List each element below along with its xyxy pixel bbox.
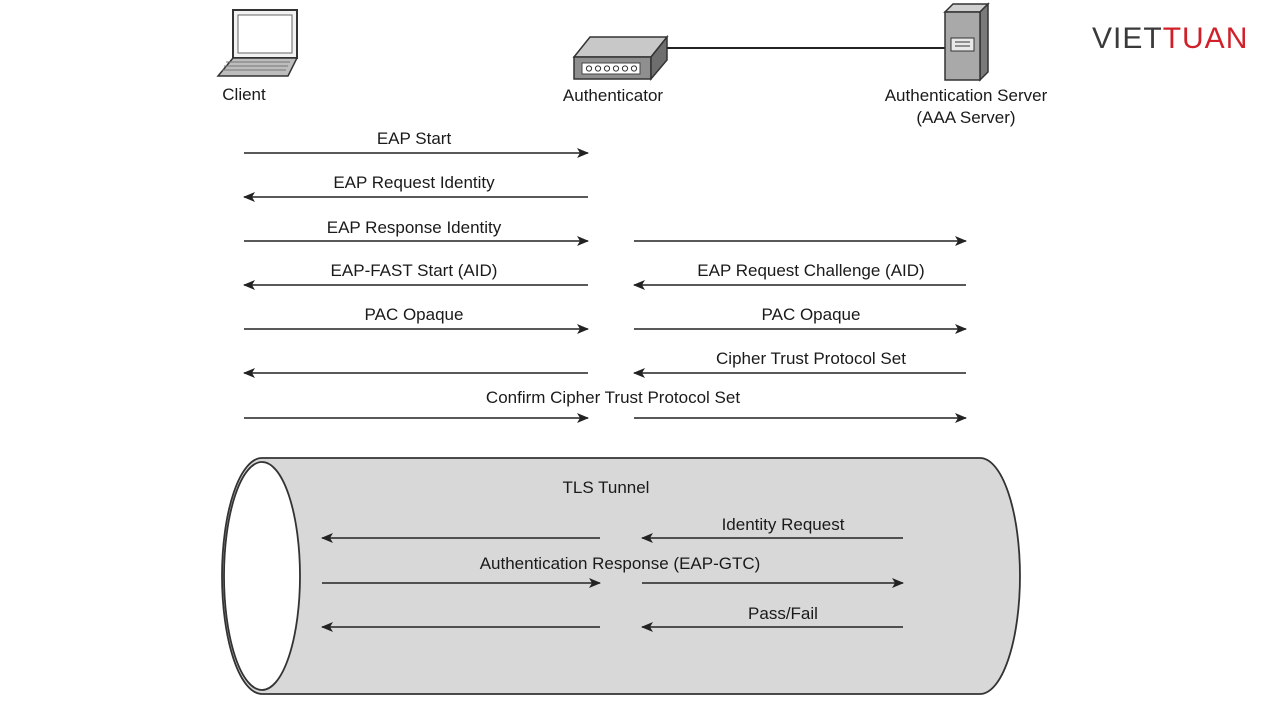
brand-part2: TUAN <box>1163 22 1249 55</box>
server-label-line2: (AAA Server) <box>916 108 1015 127</box>
tunnel-opening <box>223 461 301 691</box>
message-label: Confirm Cipher Trust Protocol Set <box>486 388 740 407</box>
message-label: EAP Request Challenge (AID) <box>697 261 924 280</box>
brand-logo: VIETTUAN <box>1092 22 1248 55</box>
tunnel-message-label: Pass/Fail <box>748 604 818 623</box>
brand-part1: VIET <box>1092 22 1163 55</box>
client-label: Client <box>222 85 266 104</box>
server-label-line1: Authentication Server <box>885 86 1048 105</box>
message-label: EAP Start <box>377 129 452 148</box>
tls-tunnel <box>221 457 1021 695</box>
message-label: Cipher Trust Protocol Set <box>716 349 906 368</box>
tunnel-message-label: Identity Request <box>722 515 845 534</box>
tunnel-title: TLS Tunnel <box>563 478 650 497</box>
authenticator-label: Authenticator <box>563 86 664 105</box>
message-label: PAC Opaque <box>365 305 464 324</box>
message-label: EAP Response Identity <box>327 218 502 237</box>
laptop-icon <box>216 9 299 77</box>
message-label: EAP Request Identity <box>333 173 495 192</box>
server-icon <box>943 2 990 82</box>
tunnel-message-label: Authentication Response (EAP-GTC) <box>480 554 761 573</box>
tunnel-body <box>221 457 1021 695</box>
message-arrows: EAP Start EAP Request Identity EAP Respo… <box>243 129 967 423</box>
tunnel-arrows: Identity Request Authentication Response… <box>321 515 904 632</box>
message-label: EAP-FAST Start (AID) <box>331 261 498 280</box>
message-label: PAC Opaque <box>762 305 861 324</box>
switch-icon <box>572 34 669 82</box>
